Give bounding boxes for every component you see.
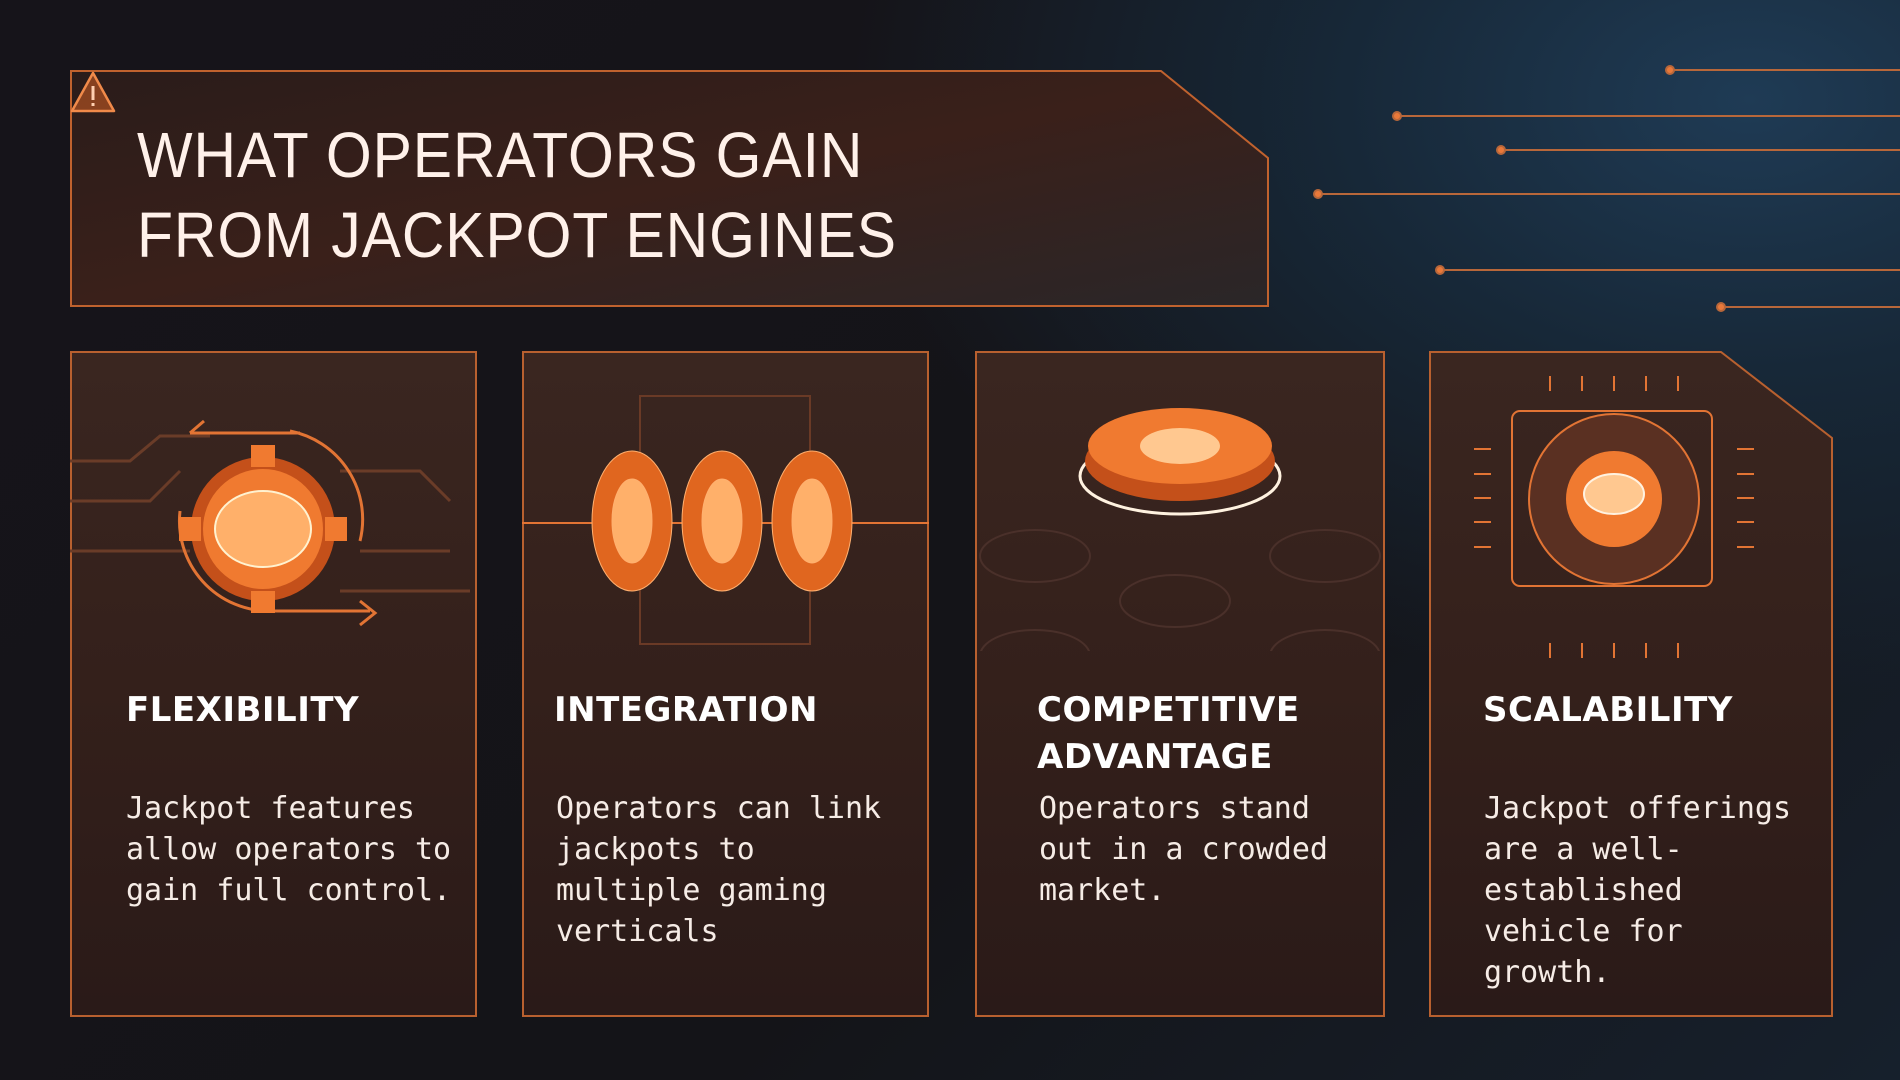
- page-title: WHAT OPERATORS GAIN FROM JACKPOT ENGINES: [137, 119, 897, 271]
- card-body: Operators can link jackpots to multiple …: [556, 791, 882, 949]
- card-competitive-advantage: COMPETITIVE ADVANTAGE Operators stand ou…: [975, 351, 1385, 1017]
- framed-gear-icon: [1474, 376, 1754, 658]
- card-integration: INTEGRATION Operators can link jackpots …: [522, 351, 929, 1017]
- header-banner: WHAT OPERATORS GAIN FROM JACKPOT ENGINES: [70, 70, 1269, 307]
- card-flexibility: FLEXIBILITY Jackpot features allow opera…: [70, 351, 477, 1017]
- card-title: INTEGRATION: [554, 690, 818, 730]
- card-body: Jackpot features allow operators to gain…: [126, 791, 452, 908]
- card-scalability: SCALABILITY Jackpot offerings are a well…: [1429, 351, 1833, 1017]
- rotating-gear-icon: [70, 419, 470, 627]
- card-title: COMPETITIVE ADVANTAGE: [1037, 690, 1300, 777]
- warning-icon: [70, 71, 116, 113]
- elevated-gear-icon: [979, 408, 1381, 651]
- linked-gears-icon: [522, 395, 929, 645]
- card-body: Jackpot offerings are a well-established…: [1484, 791, 1792, 990]
- card-body: Operators stand out in a crowded market.: [1039, 791, 1328, 908]
- card-title: SCALABILITY: [1483, 690, 1733, 730]
- card-title: FLEXIBILITY: [126, 690, 360, 730]
